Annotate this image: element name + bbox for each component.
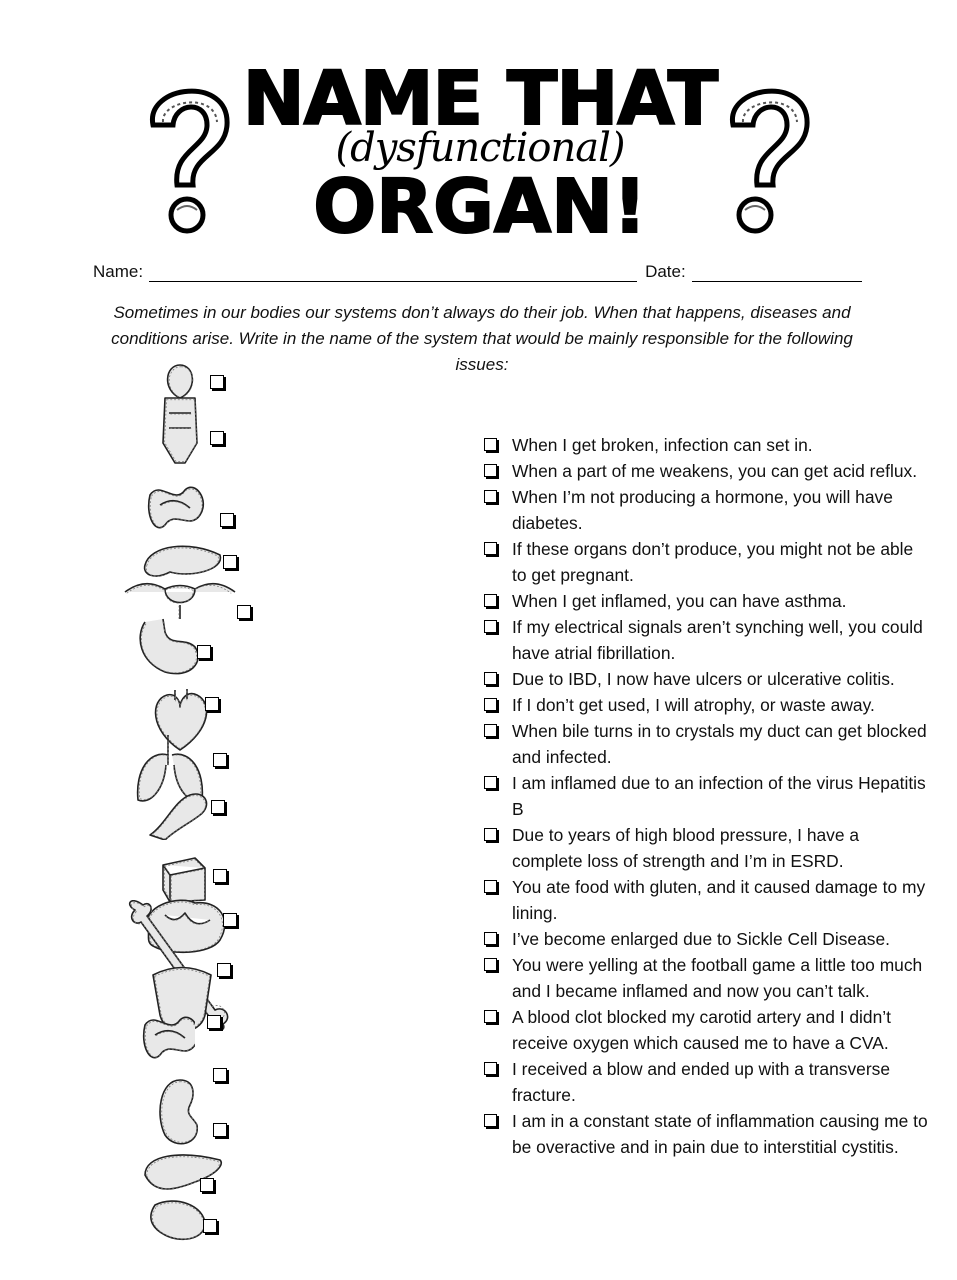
heart-icon [154,689,208,751]
clue-text: I am in a constant state of inflammation… [512,1111,928,1157]
clue-text: You were yelling at the football game a … [512,955,923,1001]
clue-item: You ate food with gluten, and it caused … [482,874,932,926]
checkbox-icon[interactable] [484,880,497,893]
checkbox-icon[interactable] [223,555,237,569]
checkbox-icon[interactable] [484,438,497,451]
clue-item: When a part of me weakens, you can get a… [482,458,932,484]
lungs-icon [136,735,204,802]
clue-text: If these organs don’t produce, you might… [512,539,914,585]
checkbox-icon[interactable] [484,724,497,737]
question-mark-icon [150,88,230,234]
clue-item: Due to years of high blood pressure, I h… [482,822,932,874]
checkbox-icon[interactable] [197,645,211,659]
clue-text: You ate food with gluten, and it caused … [512,877,926,923]
instructions-text: Sometimes in our bodies our systems don’… [111,303,853,374]
date-label: Date: [645,262,686,281]
checkbox-icon[interactable] [205,697,219,711]
checkbox-icon[interactable] [211,800,225,814]
title-organ: ORGAN! [312,164,648,250]
title-name-that: NAME THAT [242,56,720,142]
checkbox-icon[interactable] [484,1010,497,1023]
checkbox-icon[interactable] [210,375,224,389]
name-label: Name: [93,262,144,281]
clue-text: A blood clot blocked my carotid artery a… [512,1007,891,1053]
checkbox-icon[interactable] [484,672,497,685]
checkbox-icon[interactable] [220,513,234,527]
clue-item: If these organs don’t produce, you might… [482,536,932,588]
pancreas-icon [143,545,222,577]
checkbox-icon[interactable] [484,828,497,841]
checkbox-icon[interactable] [484,958,497,971]
clue-item: If my electrical signals aren’t synching… [482,614,932,666]
skin-icon [162,857,206,903]
clue-item: A blood clot blocked my carotid artery a… [482,1004,932,1056]
uterus-ovaries-icon [124,582,236,619]
large-intestine-icon [142,1016,195,1059]
clue-item: You were yelling at the football game a … [482,952,932,1004]
clue-text: When a part of me weakens, you can get a… [512,461,918,481]
liver-icon [144,1154,222,1190]
clue-item: I received a blow and ended up with a tr… [482,1056,932,1108]
clue-item: When I get inflamed, you can have asthma… [482,588,932,614]
checkbox-icon[interactable] [484,490,497,503]
muscle-icon [149,793,208,840]
clue-text: I am inflamed due to an infection of the… [512,773,926,819]
checkbox-icon[interactable] [210,431,224,445]
checkbox-icon[interactable] [213,1068,227,1082]
clue-item: I am in a constant state of inflammation… [482,1108,932,1160]
checkbox-icon[interactable] [484,542,497,555]
clue-item: When bile turns in to crystals my duct c… [482,718,932,770]
title-dysfunctional: (dysfunctional) [335,125,625,171]
checkbox-icon[interactable] [207,1015,221,1029]
clue-text: When I’m not producing a hormone, you wi… [512,487,893,533]
stomach-icon [139,618,199,675]
clue-text: Due to years of high blood pressure, I h… [512,825,860,871]
clue-item: Due to IBD, I now have ulcers or ulcerat… [482,666,932,692]
checkbox-icon[interactable] [223,913,237,927]
checkbox-icon[interactable] [217,963,231,977]
clue-text: I received a blow and ended up with a tr… [512,1059,890,1105]
clue-text: Due to IBD, I now have ulcers or ulcerat… [512,669,895,689]
name-field[interactable] [149,263,638,282]
question-mark-icon [730,88,810,234]
checkbox-icon[interactable] [484,620,497,633]
checkbox-icon[interactable] [484,464,497,477]
checkbox-icon[interactable] [484,594,497,607]
checkbox-icon[interactable] [484,776,497,789]
clue-list: When I get broken, infection can set in.… [482,432,932,1160]
date-field[interactable] [691,263,862,282]
checkbox-icon[interactable] [484,1062,497,1075]
organ-column [115,355,260,1255]
small-intestine-icon [147,486,205,529]
clue-text: When I get broken, infection can set in. [512,435,813,455]
clue-item: When I’m not producing a hormone, you wi… [482,484,932,536]
checkbox-icon[interactable] [213,869,227,883]
clue-item: If I don’t get used, I will atrophy, or … [482,692,932,718]
checkbox-icon[interactable] [213,753,227,767]
name-date-row: Name: Date: [93,262,862,282]
checkbox-icon[interactable] [484,932,497,945]
checkbox-icon[interactable] [200,1178,214,1192]
checkbox-icon[interactable] [484,698,497,711]
checkbox-icon[interactable] [484,1114,497,1127]
clue-item: When I get broken, infection can set in. [482,432,932,458]
larynx-icon [162,397,198,464]
clue-text: If I don’t get used, I will atrophy, or … [512,695,875,715]
checkbox-icon[interactable] [203,1219,217,1233]
kidney-icon [159,1079,198,1145]
clue-item: I’ve become enlarged due to Sickle Cell … [482,926,932,952]
clue-item: I am inflamed due to an infection of the… [482,770,932,822]
checkbox-icon[interactable] [213,1123,227,1137]
brain-icon [146,899,226,954]
clue-text: I’ve become enlarged due to Sickle Cell … [512,929,890,949]
clue-text: When bile turns in to crystals my duct c… [512,721,927,767]
clue-text: When I get inflamed, you can have asthma… [512,591,847,611]
clue-text: If my electrical signals aren’t synching… [512,617,923,663]
checkbox-icon[interactable] [237,605,251,619]
spleen-icon [150,1200,206,1241]
